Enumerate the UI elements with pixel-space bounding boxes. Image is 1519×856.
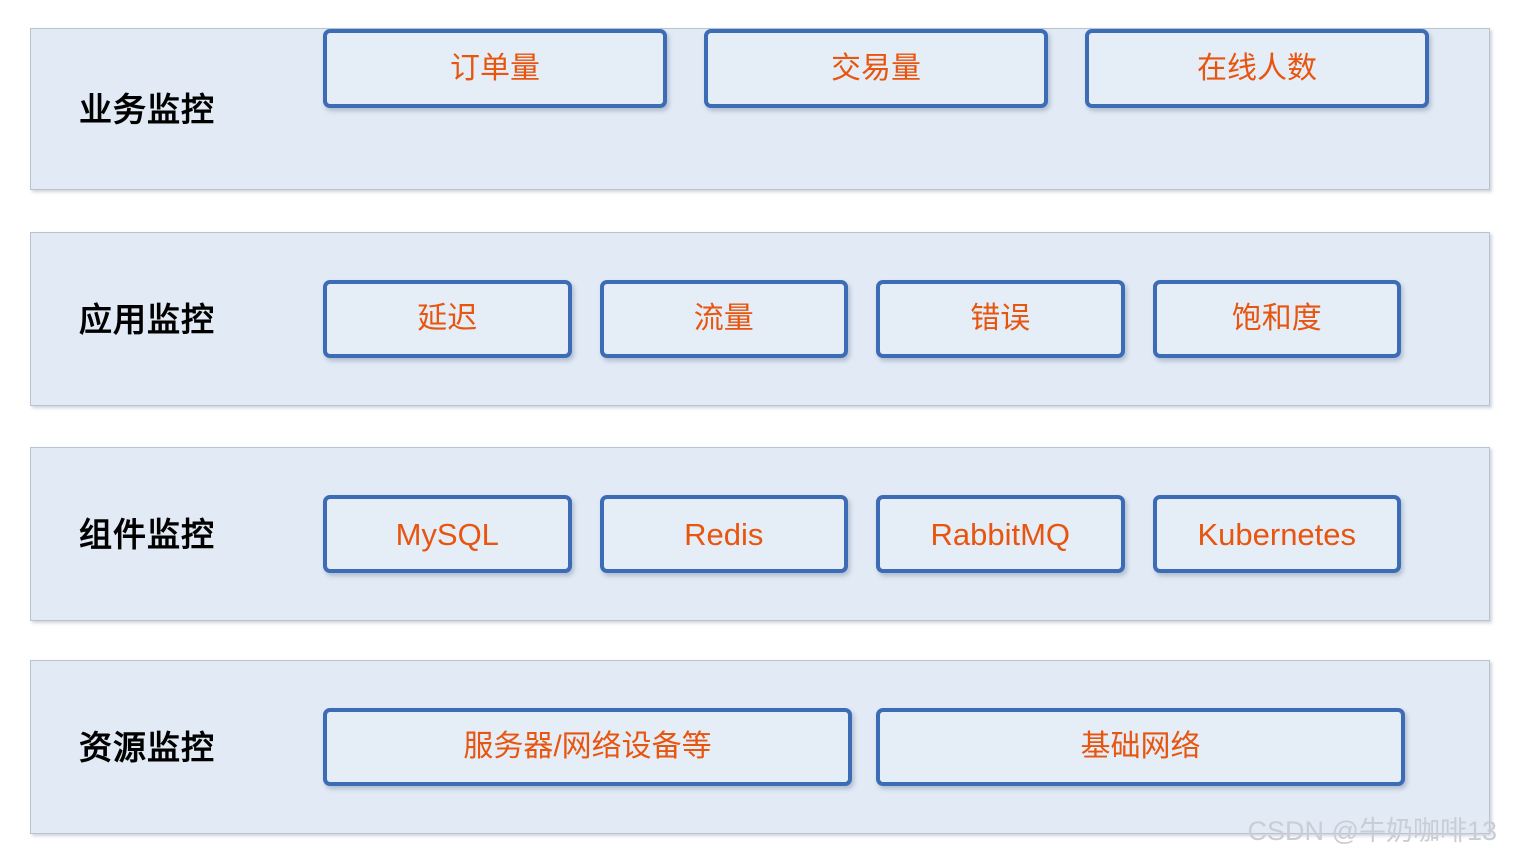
item-box-order-volume[interactable]: 订单量 <box>323 29 667 108</box>
item-label: 饱和度 <box>1231 302 1322 335</box>
watermark: CSDN @牛奶咖啡13 <box>1247 816 1497 846</box>
item-label: 订单量 <box>450 51 540 85</box>
item-box-kubernetes[interactable]: Kubernetes <box>1152 495 1401 573</box>
item-box-rabbitmq[interactable]: RabbitMQ <box>876 495 1125 573</box>
item-box-basic-network[interactable]: 基础网络 <box>876 708 1405 786</box>
layer-items-component: MySQL Redis RabbitMQ Kubernetes <box>323 495 1429 573</box>
item-label: 在线人数 <box>1197 51 1317 85</box>
item-box-latency[interactable]: 延迟 <box>323 280 572 358</box>
item-label: 基础网络 <box>1080 730 1201 763</box>
item-box-redis[interactable]: Redis <box>599 495 848 573</box>
layer-label-application: 应用监控 <box>79 300 215 338</box>
item-box-servers-network-devices[interactable]: 服务器/网络设备等 <box>323 708 852 786</box>
item-label: Kubernetes <box>1197 516 1357 552</box>
layer-row-component: 组件监控 MySQL Redis RabbitMQ Kubernetes <box>30 447 1490 621</box>
layer-row-resource: 资源监控 服务器/网络设备等 基础网络 <box>30 660 1490 834</box>
layer-label-business: 业务监控 <box>79 90 215 128</box>
item-label: RabbitMQ <box>930 516 1071 552</box>
item-label: 延迟 <box>417 302 478 335</box>
item-box-errors[interactable]: 错误 <box>876 280 1125 358</box>
item-box-mysql[interactable]: MySQL <box>323 495 572 573</box>
item-box-transaction-volume[interactable]: 交易量 <box>704 29 1048 108</box>
item-box-online-users[interactable]: 在线人数 <box>1085 29 1429 108</box>
layer-label-component: 组件监控 <box>79 515 215 553</box>
item-label: 交易量 <box>831 51 921 85</box>
item-box-traffic[interactable]: 流量 <box>599 280 848 358</box>
item-label: Redis <box>684 516 764 552</box>
layer-items-resource: 服务器/网络设备等 基础网络 <box>323 708 1429 786</box>
layer-row-business: 业务监控 订单量 交易量 在线人数 <box>30 28 1490 190</box>
item-label: 服务器/网络设备等 <box>463 730 712 763</box>
item-label: MySQL <box>395 516 499 552</box>
layer-items-application: 延迟 流量 错误 饱和度 <box>323 280 1429 358</box>
item-label: 流量 <box>693 302 754 335</box>
layer-items-business: 订单量 交易量 在线人数 <box>323 29 1429 108</box>
layer-label-resource: 资源监控 <box>79 728 215 766</box>
item-label: 错误 <box>970 302 1031 335</box>
item-box-saturation[interactable]: 饱和度 <box>1152 280 1401 358</box>
layer-row-application: 应用监控 延迟 流量 错误 饱和度 <box>30 232 1490 406</box>
